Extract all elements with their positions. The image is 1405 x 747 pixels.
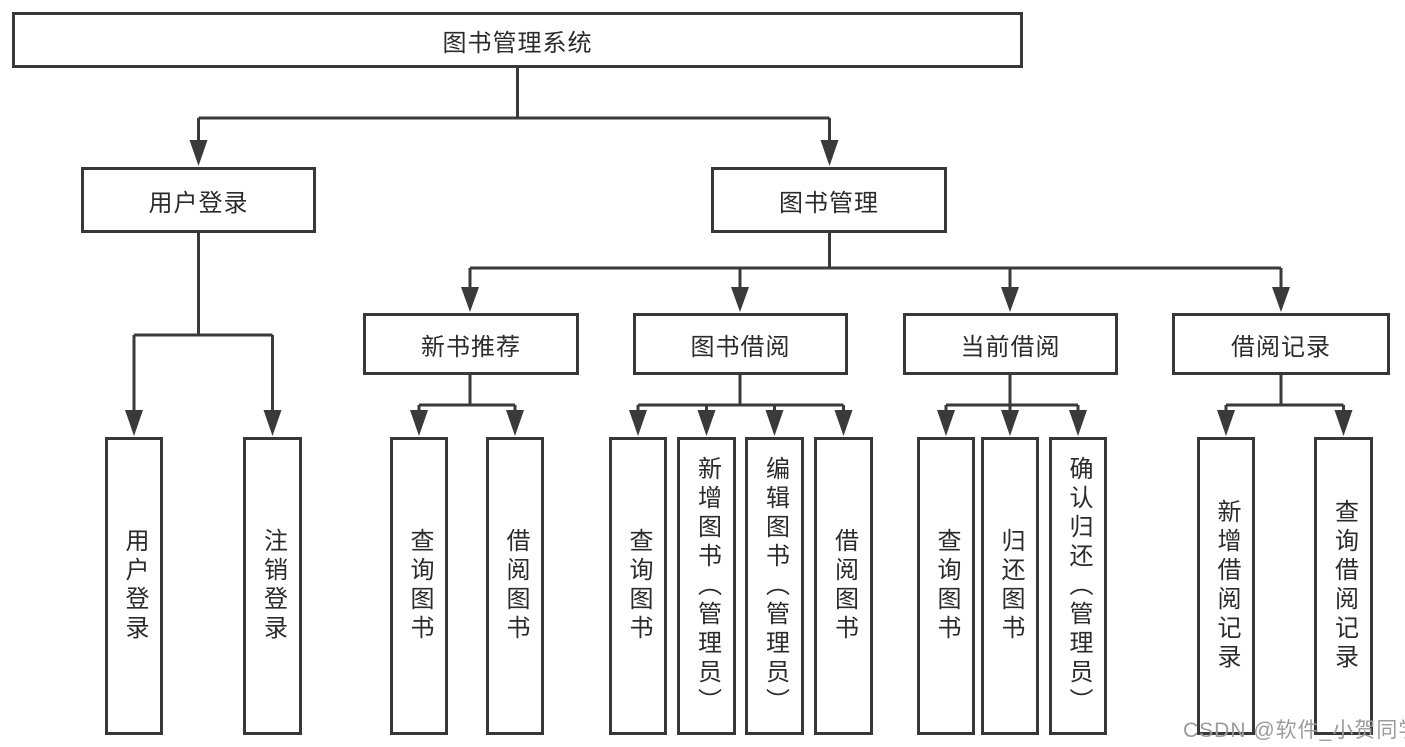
arrow-icon: [125, 410, 143, 436]
leaf-records-add-label: 新增借阅记录: [1213, 499, 1240, 673]
leaf-borrow-borrow: 借阅图书: [814, 437, 873, 735]
connector-root: [197, 68, 831, 141]
leaf-records-query-label: 查询借阅记录: [1330, 499, 1358, 673]
arrow-icon: [189, 140, 208, 166]
connector-borrow: [636, 375, 845, 411]
node-borrow-records: 借阅记录: [1172, 313, 1390, 375]
leaf-records-query: 查询借阅记录: [1314, 437, 1373, 735]
node-new-book-recommend: 新书推荐: [363, 313, 579, 375]
arrow-icon: [1334, 410, 1353, 436]
leaf-current-confirm-label: 确认归还（管理员）: [1065, 455, 1092, 717]
arrow-icon: [410, 410, 428, 436]
leaf-borrow-edit-label: 编辑图书（管理员）: [761, 455, 789, 717]
leaf-current-query-label: 查询图书: [933, 528, 960, 644]
leaf-borrow-query-label: 查询图书: [625, 528, 652, 644]
leaf-borrow-edit: 编辑图书（管理员）: [745, 437, 804, 735]
arrow-icon: [1001, 287, 1019, 312]
arrow-icon: [697, 410, 716, 436]
arrow-icon: [629, 410, 647, 436]
arrow-icon: [1069, 410, 1087, 436]
connector-records: [1224, 375, 1345, 411]
leaf-current-query: 查询图书: [917, 437, 975, 735]
leaf-newbook-query-label: 查询图书: [406, 528, 433, 644]
leaf-newbook-borrow-label: 借阅图书: [502, 528, 529, 644]
leaf-logout: 注销登录: [243, 437, 302, 735]
node-book-borrow: 图书借阅: [633, 313, 848, 375]
node-new-book-recommend-label: 新书推荐: [421, 333, 521, 361]
node-book-management: 图书管理: [711, 167, 947, 233]
csdn-watermark: CSDN @软件_小贺同学: [1183, 719, 1405, 742]
node-user-login: 用户登录: [81, 167, 316, 233]
arrow-icon: [1001, 410, 1019, 436]
leaf-newbook-query: 查询图书: [390, 437, 448, 735]
connector-newbook: [417, 375, 517, 411]
node-root: 图书管理系统: [12, 12, 1023, 68]
leaf-records-add: 新增借阅记录: [1197, 437, 1255, 735]
leaf-current-return-label: 归还图书: [997, 528, 1024, 644]
node-user-login-label: 用户登录: [148, 189, 249, 217]
leaf-borrow-borrow-label: 借阅图书: [830, 528, 858, 644]
arrow-icon: [765, 410, 784, 436]
node-current-borrow-label: 当前借阅: [960, 333, 1061, 361]
leaf-current-confirm: 确认归还（管理员）: [1049, 437, 1107, 735]
leaf-user-login-label: 用户登录: [121, 528, 148, 644]
leaf-user-login: 用户登录: [105, 437, 163, 735]
arrow-icon: [731, 287, 749, 312]
leaf-current-return: 归还图书: [981, 437, 1039, 735]
connector-mgmt: [468, 233, 1283, 288]
arrow-icon: [834, 410, 853, 436]
leaf-borrow-query: 查询图书: [609, 437, 667, 735]
leaf-newbook-borrow: 借阅图书: [486, 437, 544, 735]
node-borrow-records-label: 借阅记录: [1231, 333, 1331, 361]
arrow-icon: [1272, 287, 1290, 312]
arrow-icon: [461, 287, 479, 312]
connector-current: [944, 375, 1080, 411]
arrow-icon: [506, 410, 524, 436]
node-book-borrow-label: 图书借阅: [690, 333, 791, 361]
arrow-icon: [937, 410, 955, 436]
node-root-label: 图书管理系统: [442, 29, 593, 57]
arrow-icon: [1217, 410, 1235, 436]
leaf-borrow-add-label: 新增图书（管理员）: [693, 455, 721, 717]
arrow-icon: [263, 410, 282, 436]
arrowheads: [125, 140, 1353, 436]
arrow-icon: [820, 140, 839, 166]
leaf-logout-label: 注销登录: [259, 528, 287, 644]
node-book-management-label: 图书管理: [779, 189, 879, 217]
connector-login: [132, 233, 274, 411]
leaf-borrow-add: 新增图书（管理员）: [677, 437, 736, 735]
node-current-borrow: 当前借阅: [903, 313, 1118, 375]
